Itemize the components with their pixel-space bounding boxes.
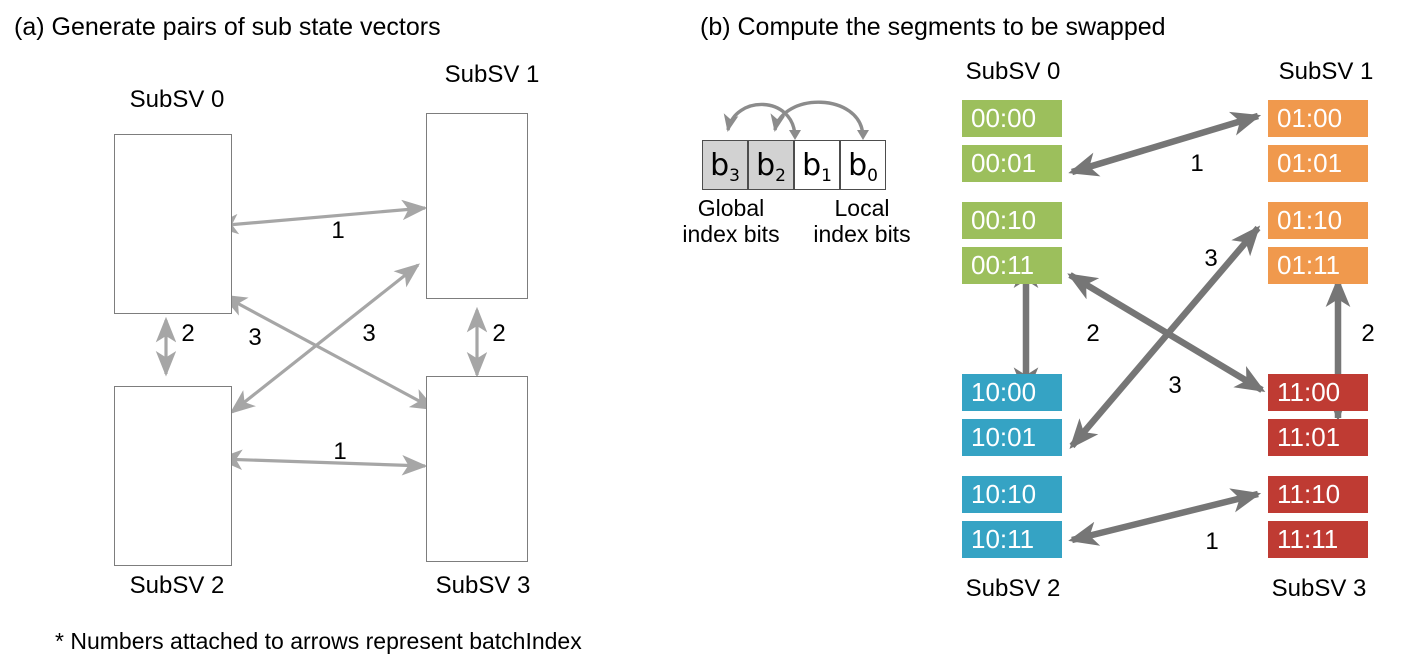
- global-index-bits-line2: index bits: [682, 220, 780, 247]
- panel-a-box-subsv0: [114, 134, 232, 314]
- segment-10-00: 10:00: [962, 374, 1062, 411]
- panel-a-arrow-label-3-right: 3: [362, 320, 376, 347]
- segment-01-10: 01:10: [1268, 202, 1368, 239]
- panel-b-arrow-label-1-bottom: 1: [1205, 528, 1219, 555]
- bit-cell-b0: b0: [840, 140, 886, 190]
- segment-00-00: 00:00: [962, 100, 1062, 137]
- segment-10-01: 10:01: [962, 419, 1062, 456]
- panel-b-title: (b) Compute the segments to be swapped: [700, 13, 1166, 41]
- segment-11-00: 11:00: [1268, 374, 1368, 411]
- panel-a-arrow-label-3-left: 3: [248, 324, 262, 351]
- bit-cell-b3: b3: [702, 140, 748, 190]
- panel-b-label-subsv0: SubSV 0: [965, 58, 1061, 85]
- panel-a-box-subsv1: [426, 113, 528, 299]
- panel-b-arrow-label-2-right: 2: [1361, 320, 1375, 347]
- segment-01-11: 01:11: [1268, 247, 1368, 284]
- panel-a-label-subsv3: SubSV 3: [435, 572, 531, 599]
- segment-00-11: 00:11: [962, 247, 1062, 284]
- segment-11-01: 11:01: [1268, 419, 1368, 456]
- panel-b-label-subsv2: SubSV 2: [965, 575, 1061, 602]
- local-index-bits-caption: Local index bits: [800, 195, 924, 248]
- segment-00-01: 00:01: [962, 145, 1062, 182]
- panel-a-label-subsv1: SubSV 1: [444, 61, 540, 88]
- global-index-bits-line1: Global: [697, 195, 765, 221]
- local-index-bits-line2: index bits: [813, 220, 911, 247]
- panel-a-box-subsv3: [426, 376, 528, 562]
- panel-a-arrow-label-2-right: 2: [492, 320, 506, 347]
- panel-b-arrow-label-1-top: 1: [1190, 150, 1204, 177]
- segment-00-10: 00:10: [962, 202, 1062, 239]
- global-index-bits-caption: Global index bits: [669, 195, 793, 248]
- segment-10-11: 10:11: [962, 521, 1062, 558]
- segment-11-11: 11:11: [1268, 521, 1368, 558]
- panel-a-label-subsv2: SubSV 2: [129, 572, 225, 599]
- panel-a-arrow-label-1-top: 1: [331, 217, 345, 244]
- segment-01-00: 01:00: [1268, 100, 1368, 137]
- panel-b-arrow-label-3-lower: 3: [1168, 372, 1182, 399]
- bit-cell-b3-text: b3: [710, 147, 740, 186]
- panel-b-arrow-label-2-left: 2: [1086, 320, 1100, 347]
- panel-b-label-subsv3: SubSV 3: [1271, 575, 1367, 602]
- panel-b-arrow-label-3-upper: 3: [1204, 245, 1218, 272]
- bit-cell-b1: b1: [794, 140, 840, 190]
- panel-a-title: (a) Generate pairs of sub state vectors: [14, 13, 441, 41]
- segment-01-01: 01:01: [1268, 145, 1368, 182]
- bit-cell-b1-text: b1: [802, 147, 832, 186]
- panel-b-label-subsv1: SubSV 1: [1278, 58, 1374, 85]
- bit-cell-b2-text: b2: [756, 147, 786, 186]
- footnote: * Numbers attached to arrows represent b…: [55, 628, 582, 654]
- panel-a-arrow-label-1-bottom: 1: [333, 438, 347, 465]
- local-index-bits-line1: Local: [834, 195, 890, 221]
- bit-cell-b0-text: b0: [848, 147, 878, 186]
- segment-10-10: 10:10: [962, 476, 1062, 513]
- panel-a-box-subsv2: [114, 386, 232, 566]
- segment-11-10: 11:10: [1268, 476, 1368, 513]
- panel-a-label-subsv0: SubSV 0: [129, 86, 225, 113]
- panel-a-arrow-label-2-left: 2: [181, 320, 195, 347]
- bit-cell-b2: b2: [748, 140, 794, 190]
